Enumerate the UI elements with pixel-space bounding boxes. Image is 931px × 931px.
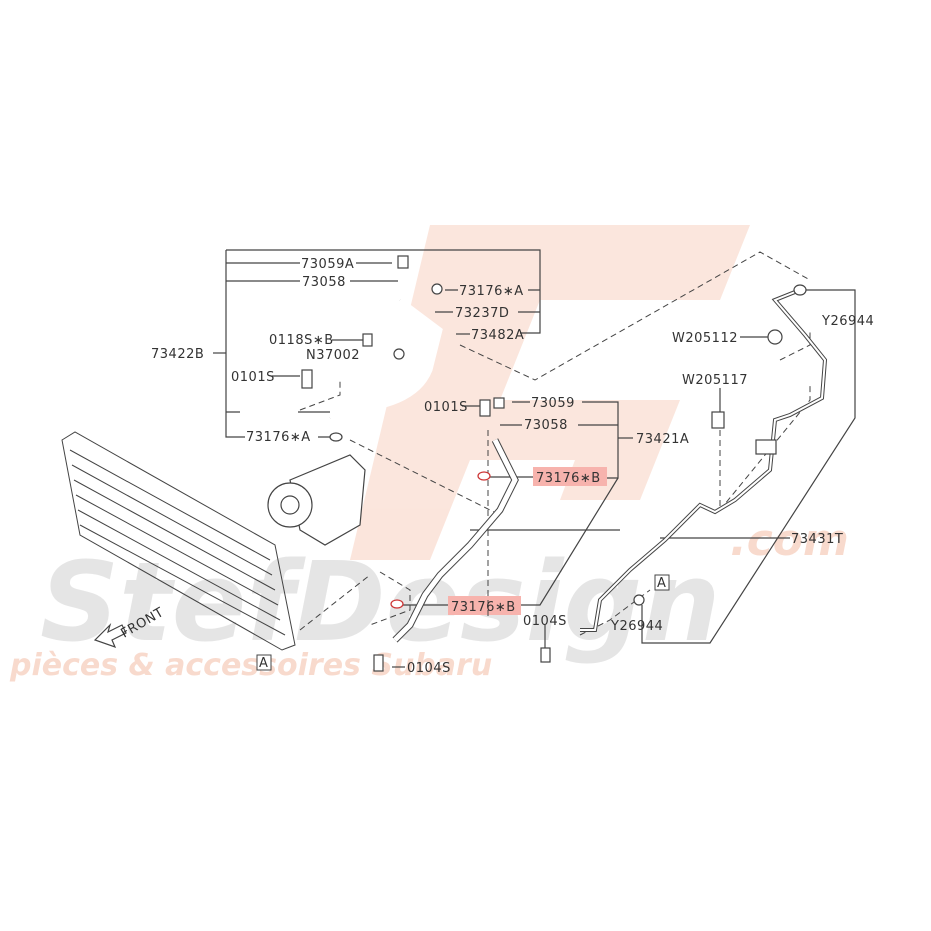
label-73176B-upper[interactable]: 73176∗B: [536, 471, 601, 486]
label-0104S-right[interactable]: 0104S: [523, 614, 567, 629]
label-73176A-top[interactable]: 73176∗A: [459, 284, 524, 299]
watermark-domain: .com: [730, 515, 849, 566]
ref-box-A-left: [256, 654, 272, 671]
label-73431T[interactable]: 73431T: [791, 532, 843, 547]
label-0101S-mid[interactable]: 0101S: [424, 400, 468, 415]
o-ring-73176A-top: [431, 283, 443, 295]
label-0101S-left[interactable]: 0101S: [231, 370, 275, 385]
part-labels: 73059A 73058 73176∗A 73237D 0118S∗B 7348…: [151, 257, 874, 676]
compressor: [267, 454, 366, 546]
label-N37002[interactable]: N37002: [306, 348, 360, 363]
label-73058-top[interactable]: 73058: [302, 275, 346, 290]
o-ring-Y26944-top: [793, 284, 807, 296]
label-73058-mid[interactable]: 73058: [524, 418, 568, 433]
ref-label-A-right: A: [657, 576, 666, 591]
label-0118SB[interactable]: 0118S∗B: [269, 333, 334, 348]
label-73421A[interactable]: 73421A: [636, 432, 689, 447]
clip-W205112: [767, 329, 783, 345]
o-ring-73176B-lower: [390, 599, 404, 609]
label-73422B[interactable]: 73422B: [151, 347, 204, 362]
label-0104S-bottom[interactable]: 0104S: [407, 661, 451, 676]
pipes: [328, 288, 828, 643]
label-73176A-bottom[interactable]: 73176∗A: [246, 430, 311, 445]
o-ring-Y26944-lower: [633, 594, 645, 606]
label-73059A[interactable]: 73059A: [301, 257, 354, 272]
label-73482A[interactable]: 73482A: [471, 328, 524, 343]
ref-label-A-left: A: [259, 656, 268, 671]
o-ring-73176A-bottom: [329, 432, 343, 442]
nut-N37002: [393, 348, 405, 360]
label-W205117[interactable]: W205117: [682, 373, 748, 388]
bolt-0104S-bottom: [373, 654, 384, 672]
front-arrow-icon: [93, 622, 127, 649]
condenser: [61, 431, 296, 651]
connector: [755, 439, 777, 455]
ref-box-A-right: [654, 574, 670, 591]
watermark-brand: StefDesign: [40, 538, 720, 666]
fittings: [301, 255, 807, 672]
label-73237D[interactable]: 73237D: [455, 306, 509, 321]
label-73176B-lower[interactable]: 73176∗B: [451, 600, 516, 615]
label-Y26944-lower[interactable]: Y26944: [610, 619, 663, 634]
watermark-logo: StefDesign .com pièces & accessoires Sub…: [9, 225, 849, 683]
highlight-73176B-lower: [448, 596, 521, 615]
label-W205112[interactable]: W205112: [672, 331, 738, 346]
cap-73059A: [397, 255, 409, 269]
highlight-73176B-upper: [533, 467, 607, 486]
o-ring-73176B-upper: [477, 471, 491, 481]
bolt-0101S-mid: [479, 399, 491, 417]
clamp-W205117: [711, 411, 725, 429]
bolt-0101S-left: [301, 369, 313, 389]
bolt-0118S: [362, 333, 373, 347]
watermark-tagline: pièces & accessoires Subaru: [9, 648, 492, 683]
label-Y26944-top[interactable]: Y26944: [821, 314, 874, 329]
label-73059[interactable]: 73059: [531, 396, 575, 411]
bolt-0104S-right: [540, 647, 551, 663]
cap-73059: [493, 397, 505, 409]
